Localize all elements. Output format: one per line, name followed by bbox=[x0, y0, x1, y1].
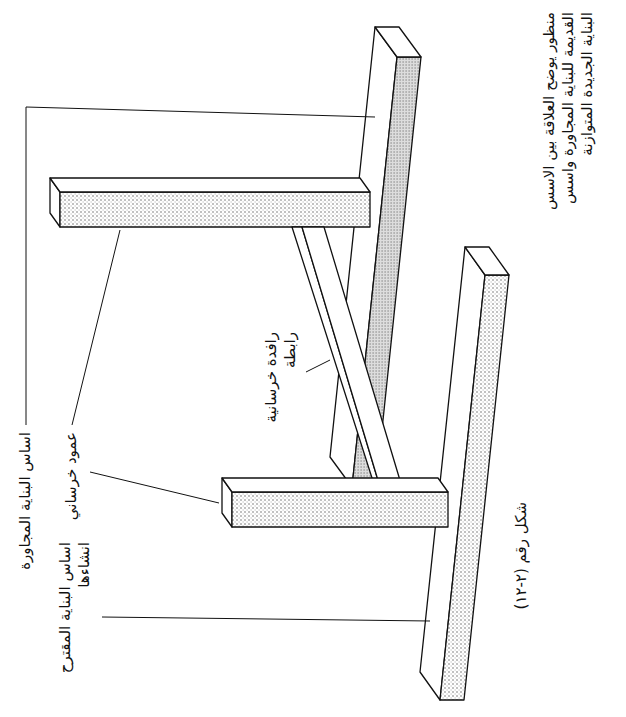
leader-line bbox=[90, 472, 219, 503]
new-foundation bbox=[420, 247, 509, 700]
concrete-column bbox=[222, 478, 448, 527]
part-label: اساس البناية المجاورة bbox=[16, 430, 35, 572]
leader-line bbox=[102, 617, 430, 621]
part-label: عمود خرساني bbox=[62, 430, 81, 522]
concrete-column bbox=[50, 178, 370, 227]
tie-beam bbox=[292, 227, 402, 487]
figure-caption: منظور يوضح العلاقة بين الاسس القديمة للب… bbox=[540, 10, 597, 239]
leader-line bbox=[72, 230, 120, 425]
figure-number: شكل رقم (٢-١٢) bbox=[512, 500, 531, 611]
leader-line bbox=[306, 360, 330, 372]
leader-line bbox=[26, 107, 375, 425]
part-label: اساس البناية المقترح انشاءها bbox=[56, 540, 94, 704]
part-label: رافدة خرسانية رابطة bbox=[262, 330, 300, 449]
